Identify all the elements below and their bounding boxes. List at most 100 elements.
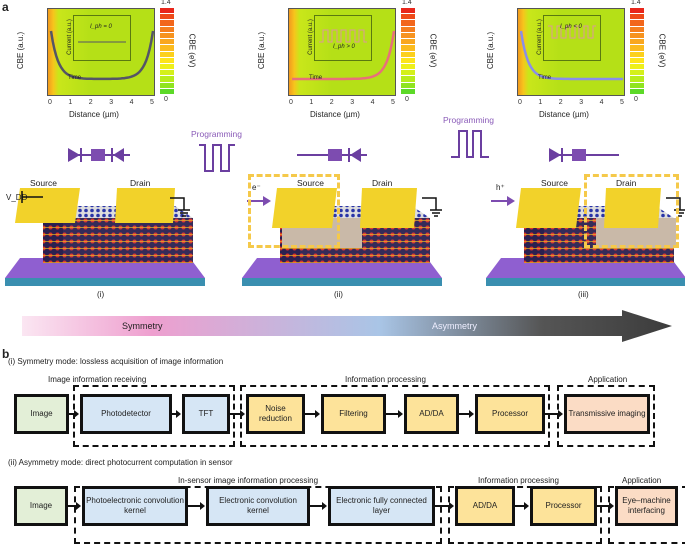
x-tick-label: 0 [518,99,522,106]
x-tick-label: 0 [289,99,293,106]
mode-title: (ii) Asymmetry mode: direct photocurrent… [8,458,233,467]
x-tick-label: 2 [88,99,93,106]
colorbar-swatch [401,70,415,76]
colorbar-swatch [630,39,644,45]
y-axis-label: CBE (a.u.) [257,31,267,70]
drain-label: Drain [372,178,393,188]
colorbar-swatch [401,32,415,39]
current-signal [78,41,126,43]
panel-a-letter: a [2,0,9,14]
colorbar-swatch [160,45,174,51]
gradient-arrow-shape [22,310,672,342]
colorbar-swatch [401,57,415,63]
cbe-curve [49,30,154,81]
highlight-region [584,174,679,248]
carrier-arrow-icon [491,193,515,211]
colorbar [160,8,174,95]
x-axis-label: Distance (µm) [539,110,589,119]
colorbar-swatch [401,88,415,95]
colorbar-swatch [630,45,644,51]
colorbar-swatch [630,20,644,26]
colorbar-swatch [401,63,415,70]
colorbar-swatch [401,45,415,51]
inset-x-label: Time [309,75,323,81]
device-caption: (i) [97,290,105,299]
inset-x-label: Time [68,75,82,81]
colorbar-swatch [401,20,415,26]
source-label: Source [30,178,57,188]
flow-box: AD/DA [404,394,459,434]
panel-b-letter: b [2,347,10,361]
flow-arrow [597,502,614,510]
flow-box: Filtering [321,394,386,434]
cbe-curve [292,30,395,81]
flow-box: Noise reduction [246,394,305,434]
x-axis-label: Distance (µm) [69,110,119,119]
colorbar-swatch [630,70,644,76]
colorbar-label: CBE (eV) [187,33,197,68]
colorbar-swatch [160,8,174,14]
programming-pulse [199,143,239,180]
inset-y-label: Current (a.u.) [307,19,314,55]
inset-y-label: Current (a.u.) [536,19,543,55]
inset-y-label: Current (a.u.) [66,19,73,55]
programming-label: Programming [191,129,243,139]
group-header: Information processing [478,476,559,485]
x-tick-label: 3 [350,99,355,106]
colorbar-swatch [160,26,174,32]
flow-box: Image [14,394,69,434]
colorbar-label: CBE (eV) [428,33,438,68]
vdd-terminal [21,190,45,209]
ground-icon [666,196,685,227]
flow-box: Processor [530,486,597,526]
source-label: Source [541,178,568,188]
group-header: Application [588,375,628,384]
flow-box: Transmissive imaging [564,394,650,434]
drain-label: Drain [130,178,151,188]
x-tick-label: 5 [620,99,624,106]
diode-symbol [297,145,377,170]
y-axis-label: CBE (a.u.) [16,31,26,70]
colorbar-swatch [401,82,415,88]
colorbar-swatch [401,14,415,20]
flow-arrow [230,410,245,418]
flow-box: Processor [475,394,545,434]
x-tick-label: 3 [109,99,114,106]
colorbar-swatch [630,8,644,14]
colorbar-swatch [160,82,174,88]
flow-box: Eye–machine interfacing [615,486,678,526]
flow-arrow [68,502,81,510]
colorbar-min: 0 [164,96,168,103]
flow-box: AD/DA [455,486,515,526]
colorbar-swatch [160,39,174,45]
flow-box: TFT [182,394,230,434]
source-label: Source [297,178,324,188]
diode-symbol [60,145,140,170]
flow-arrow [515,502,529,510]
device-caption: (iii) [578,290,589,299]
x-axis-label: Distance (µm) [310,110,360,119]
carrier-label: h⁺ [496,183,505,192]
inset-x-label: Time [538,75,552,81]
colorbar-swatch [160,57,174,63]
colorbar-swatch [160,88,174,95]
colorbar-swatch [160,63,174,70]
flow-arrow [69,410,79,418]
flow-box: Photoelectronic convolution kernel [82,486,188,526]
group-header: In-sensor image information processing [178,476,319,485]
colorbar-swatch [630,32,644,39]
device-iii [486,168,685,288]
x-tick-label: 3 [579,99,584,106]
colorbar-swatch [630,63,644,70]
flow-arrow [310,502,327,510]
diode-symbol [541,145,621,170]
colorbar-max: 1.4 [631,0,641,6]
x-tick-label: 2 [558,99,563,106]
carrier-label: e⁻ [252,183,261,192]
flow-arrow [459,410,474,418]
highlight-region [248,174,340,248]
symmetry-label: Symmetry [122,321,163,331]
colorbar-swatch [160,14,174,20]
colorbar-swatch [160,70,174,76]
